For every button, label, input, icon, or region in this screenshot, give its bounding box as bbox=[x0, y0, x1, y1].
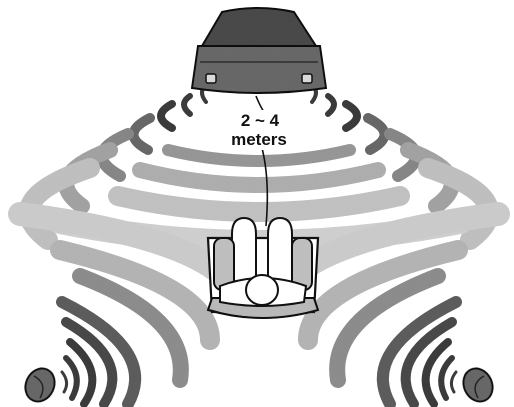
left-speaker-icon bbox=[20, 364, 60, 407]
distance-unit-text: meters bbox=[231, 130, 287, 149]
person-right-leg bbox=[268, 218, 292, 282]
device-emitter-left bbox=[206, 74, 216, 83]
wave-arc bbox=[346, 104, 357, 128]
device-top-shell bbox=[202, 8, 316, 46]
device-body bbox=[192, 46, 326, 93]
wave-arc bbox=[66, 358, 77, 398]
wave-arc bbox=[184, 96, 190, 114]
wave-arc bbox=[133, 118, 150, 150]
person-head bbox=[246, 275, 278, 305]
right-speaker-icon bbox=[458, 364, 498, 407]
left-speaker-body bbox=[20, 364, 60, 407]
ceiling-mounted-sensor-icon bbox=[192, 8, 326, 93]
wave-arc bbox=[62, 372, 67, 392]
wave-arc bbox=[168, 150, 350, 161]
wave-arc bbox=[451, 372, 456, 392]
person-left-leg bbox=[232, 218, 256, 282]
distance-value-text: 2 ~ 4 bbox=[241, 111, 280, 130]
device-emitter-right bbox=[302, 74, 312, 83]
wave-arc bbox=[140, 170, 378, 185]
distance-label: 2 ~ 4 meters bbox=[224, 110, 294, 150]
wave-arc bbox=[441, 358, 452, 398]
wave-arc bbox=[368, 118, 385, 150]
wave-arc bbox=[161, 104, 172, 128]
wave-arc bbox=[328, 96, 334, 114]
wave-arc bbox=[118, 196, 400, 212]
right-speaker-body bbox=[458, 364, 498, 407]
